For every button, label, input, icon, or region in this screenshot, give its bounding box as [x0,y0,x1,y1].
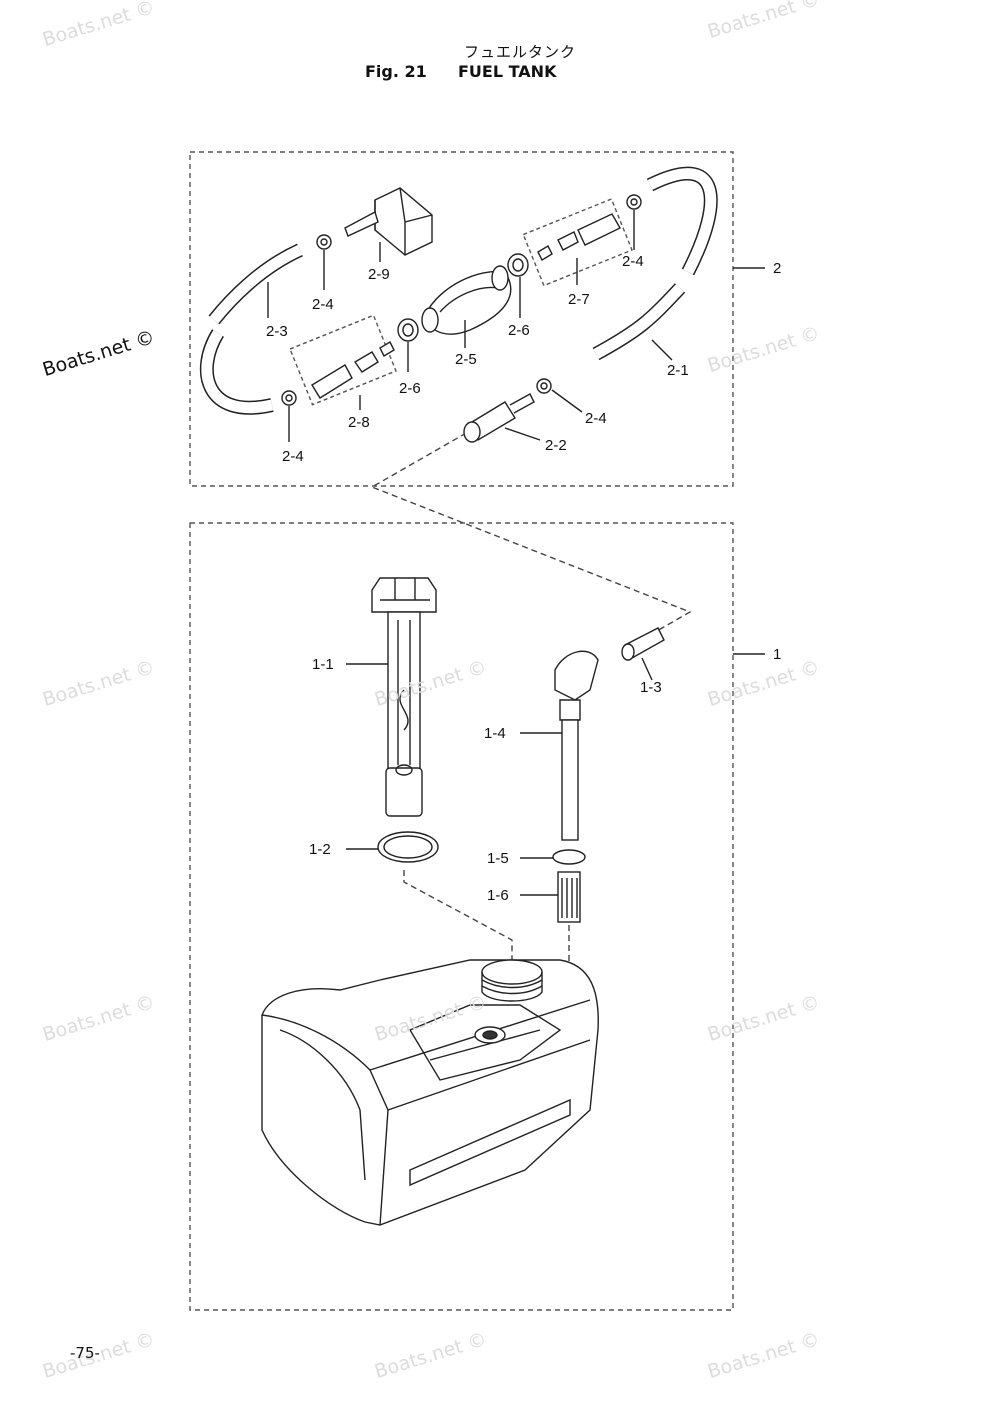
page-title: FUEL TANK [458,62,557,81]
part-label: 1-4 [484,725,506,742]
pickup-tube-1-4 [554,650,599,841]
group-box-2 [189,151,734,487]
group-label-1: 1 [773,646,781,663]
fuel-tank-body [261,959,599,1226]
part-label: 2-8 [348,414,370,431]
part-label: 2-7 [568,291,590,308]
part-label: 2-4 [282,448,304,465]
part-label: 1-2 [309,841,331,858]
fuel-tank-neck [481,959,543,1002]
part-label: 2-4 [622,253,644,270]
clamp-2-4-b [281,390,297,406]
part-label: 2-6 [399,380,421,397]
part-label: 2-4 [312,296,334,313]
figure-label: Fig. 21 [365,62,427,81]
group-label-2: 2 [773,260,781,277]
part-label: 1-1 [312,656,334,673]
primer-bulb-2-5 [421,265,512,335]
part-label: 1-3 [640,679,662,696]
part-label: 2-6 [508,322,530,339]
part-label: 2-2 [545,437,567,454]
part-label: 2-3 [266,323,288,340]
part-label: 1-5 [487,850,509,867]
valve-2-8 [311,364,353,399]
ring-2-6-b [507,253,529,277]
valve-2-7 [577,213,621,246]
o-ring-1-2 [377,831,439,863]
part-label: 2-9 [368,266,390,283]
part-label: 2-4 [585,410,607,427]
page-number: -75- [70,1344,100,1362]
part-label: 1-6 [487,887,509,904]
filter-1-6 [557,871,581,923]
group-box-1 [189,522,734,1311]
connector-2-9 [344,187,433,256]
hose-right-upper [646,166,718,276]
japanese-title: フュエルタンク [463,43,576,61]
fuel-gauge-1-1 [371,577,437,817]
clamp-2-4-a [316,234,332,250]
ring-2-6-a [397,318,419,342]
part-label: 2-1 [667,362,689,379]
part-label: 2-5 [455,351,477,368]
ring-1-5 [552,849,586,865]
clamp-2-4-c [626,194,642,210]
clamp-2-4-d [536,378,552,394]
connector-line [370,427,692,636]
